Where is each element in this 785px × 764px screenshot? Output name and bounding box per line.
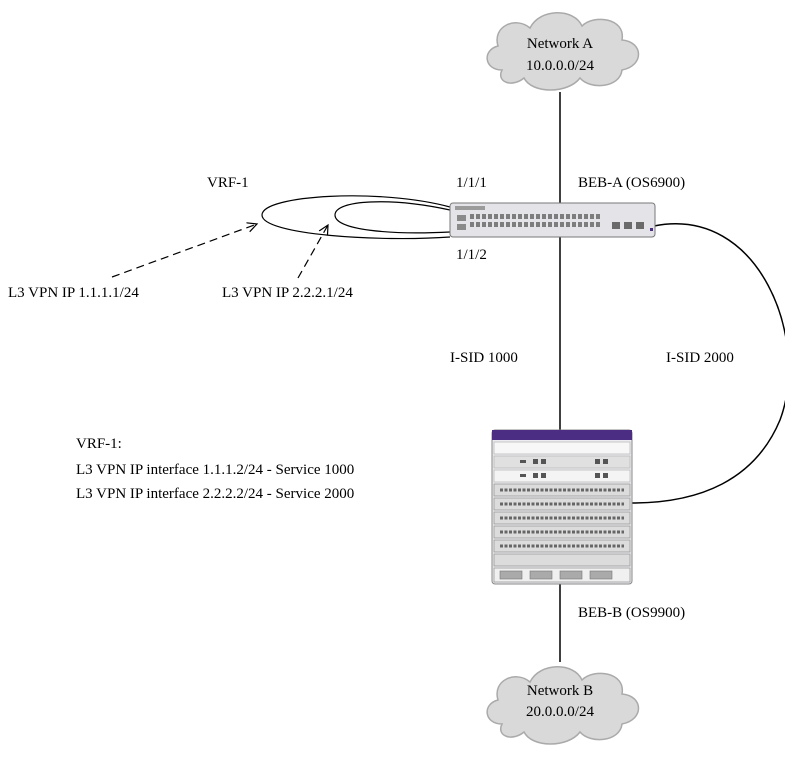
isid-1000-label: I-SID 1000 xyxy=(450,350,518,366)
isid-2000-label: I-SID 2000 xyxy=(666,350,734,366)
vrf-config-line-1: L3 VPN IP interface 1.1.1.2/24 - Service… xyxy=(76,462,354,478)
vrf-config-line-2: L3 VPN IP interface 2.2.2.2/24 - Service… xyxy=(76,486,354,502)
vpn-ip-1-arrow xyxy=(111,224,257,278)
link-isid-2000 xyxy=(631,223,785,504)
switch-icon xyxy=(449,202,656,238)
vrf-config-title: VRF-1: xyxy=(76,436,122,452)
vpn-ip-1-label: L3 VPN IP 1.1.1.1/24 xyxy=(8,285,139,301)
chassis-icon xyxy=(491,429,633,585)
beb-a-label: BEB-A (OS6900) xyxy=(578,175,685,191)
network-b-subnet: 20.0.0.0/24 xyxy=(526,704,594,720)
port-1-1-1-label: 1/1/1 xyxy=(456,175,487,191)
vpn-ip-2-label: L3 VPN IP 2.2.2.1/24 xyxy=(222,285,353,301)
network-b-name: Network B xyxy=(527,683,593,699)
vrf-loop-inner xyxy=(334,201,451,234)
network-a-subnet: 10.0.0.0/24 xyxy=(526,58,594,74)
vrf-label: VRF-1 xyxy=(207,175,249,191)
vpn-ip-2-arrow xyxy=(297,225,328,279)
port-1-1-2-label: 1/1/2 xyxy=(456,247,487,263)
network-a-name: Network A xyxy=(527,36,593,52)
beb-b-label: BEB-B (OS9900) xyxy=(578,605,685,621)
vrf-loop-outer xyxy=(261,195,451,240)
